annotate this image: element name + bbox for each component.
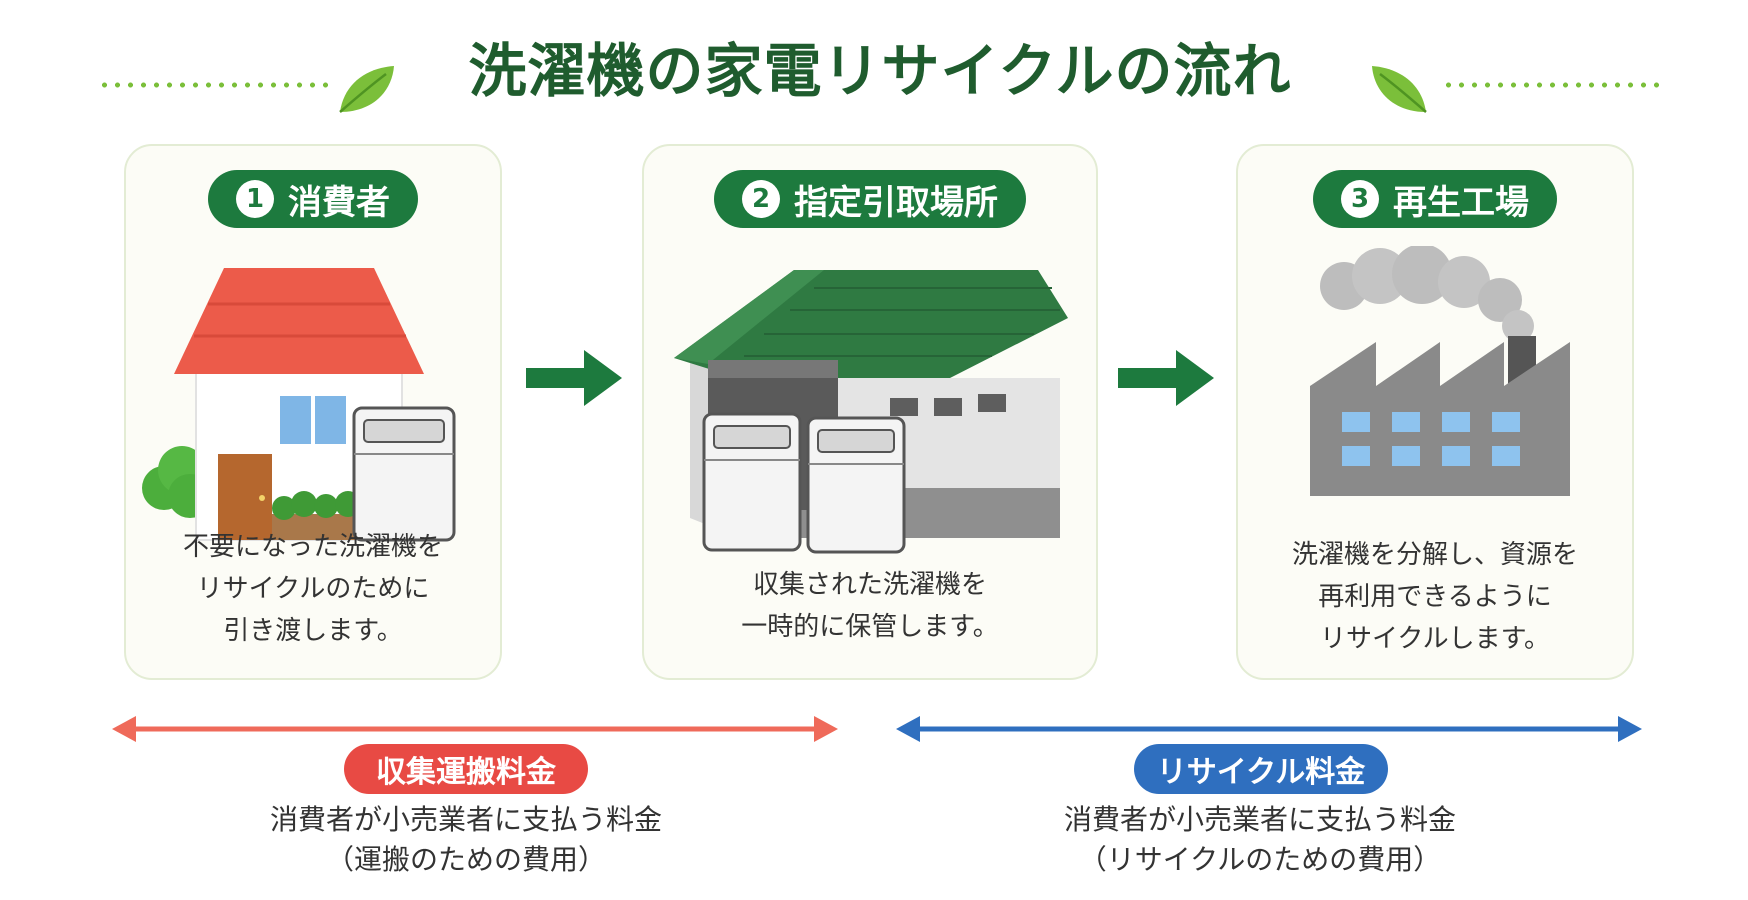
collection-fee-double-arrow-icon [112,716,838,742]
step-number: 1 [236,180,274,218]
step-label-pill: 2 指定引取場所 [714,170,1026,228]
step-label: 指定引取場所 [794,182,998,223]
step-card-collection-site: 2 指定引取場所 収集された洗濯機を 一時的に保管します。 [642,144,1098,680]
right-arrow-icon [1118,350,1214,406]
left-dotted-line [98,82,336,88]
step-card-recycling-plant: 3 再生工場 洗濯機を分解し、資源を 再利用できるように リサイクルします。 [1236,144,1634,680]
step-label-pill: 3 再生工場 [1313,170,1557,228]
leaf-icon [1372,66,1427,113]
step-label-pill: 1 消費者 [208,170,418,228]
step-number: 3 [1341,180,1379,218]
step-description: 洗濯機を分解し、資源を 再利用できるように リサイクルします。 [1291,540,1578,654]
house-with-washing-machine-icon [142,268,456,542]
collection-fee-badge: 収集運搬料金 [344,744,588,794]
step-label: 再生工場 [1393,182,1529,223]
recycling-fee-badge: リサイクル料金 [1134,744,1388,794]
step-number: 2 [742,180,780,218]
page-title: 洗濯機の家電リサイクルの流れ [468,37,1292,105]
recycling-fee-double-arrow-icon [896,716,1642,742]
step-description: 不要になった洗濯機を リサイクルのために 引き渡します。 [182,532,443,646]
step-label: 消費者 [288,182,390,223]
right-arrow-icon [526,350,622,406]
leaf-icon [339,66,394,113]
warehouse-with-washing-machines-icon [674,270,1068,554]
title-row: 洗濯機の家電リサイクルの流れ [0,28,1748,118]
collection-fee-description: 消費者が小売業者に支払う料金 （運搬のための費用） [269,803,662,876]
step-card-consumer: 1 消費者 不要になった洗濯機を リサイクルのために 引き渡します。 [124,144,502,680]
right-dotted-line [1442,82,1667,88]
factory-with-smoke-icon [1310,246,1570,496]
step-description: 収集された洗濯機を 一時的に保管します。 [741,570,999,642]
recycling-fee-description: 消費者が小売業者に支払う料金 （リサイクルのための費用） [1063,803,1456,876]
